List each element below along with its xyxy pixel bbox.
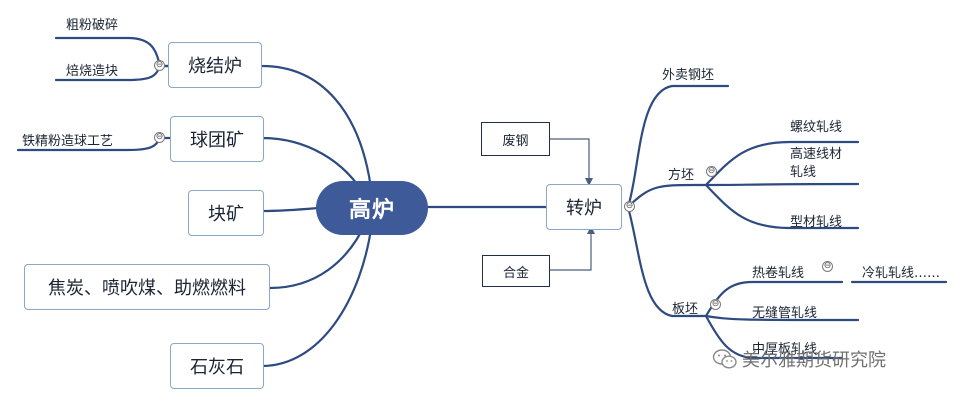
watermark-text: 美尔雅期货研究院 <box>742 350 886 371</box>
node-coke-coal-fuel[interactable]: 焦炭、喷吹煤、助燃燃料 <box>24 264 270 310</box>
node-limestone[interactable]: 石灰石 <box>170 343 264 389</box>
wechat-icon <box>712 349 737 369</box>
collapse-icon[interactable]: ⊖ <box>706 166 717 177</box>
node-coarse-crushing[interactable]: 粗粉破碎 <box>66 18 119 33</box>
node-seamless-pipe-line[interactable]: 无缝管轧线 <box>752 306 818 321</box>
node-lump-ore[interactable]: 块矿 <box>188 190 264 236</box>
node-high-speed-wire-line[interactable]: 高速线材 轧线 <box>790 147 843 180</box>
center-node-blast-furnace[interactable]: 高炉 <box>316 181 428 235</box>
node-hot-coil-line[interactable]: 热卷轧线 <box>752 266 805 281</box>
node-alloy[interactable]: 合金 <box>482 255 550 287</box>
collapse-icon[interactable]: ⊖ <box>154 132 165 143</box>
node-slab[interactable]: 板坯 <box>672 302 699 317</box>
collapse-icon[interactable]: ⊖ <box>822 261 833 272</box>
collapse-icon[interactable]: ⊖ <box>710 299 721 310</box>
watermark: 美尔雅期货研究院 <box>712 346 886 372</box>
node-section-steel-line[interactable]: 型材轧线 <box>790 215 843 230</box>
node-iron-concentrate-pelletizing[interactable]: 铁精粉造球工艺 <box>22 134 114 149</box>
node-converter[interactable]: 转炉 <box>546 184 622 230</box>
node-rebar-line[interactable]: 螺纹轧线 <box>790 120 843 135</box>
node-sold-billet[interactable]: 外卖钢坯 <box>662 68 715 83</box>
node-scrap-steel[interactable]: 废钢 <box>481 122 550 156</box>
node-pellet[interactable]: 球团矿 <box>170 116 264 162</box>
node-square-billet[interactable]: 方坯 <box>668 168 695 183</box>
collapse-icon[interactable]: ⊖ <box>624 201 635 212</box>
node-medium-plate-line[interactable]: 中厚板轧线 <box>752 342 818 357</box>
collapse-icon[interactable]: ⊖ <box>154 60 165 71</box>
node-roasting-agglomeration[interactable]: 焙烧造块 <box>66 64 119 79</box>
node-sinter[interactable]: 烧结炉 <box>168 42 262 88</box>
node-cold-rolling-line[interactable]: 冷轧轧线…… <box>862 266 941 281</box>
